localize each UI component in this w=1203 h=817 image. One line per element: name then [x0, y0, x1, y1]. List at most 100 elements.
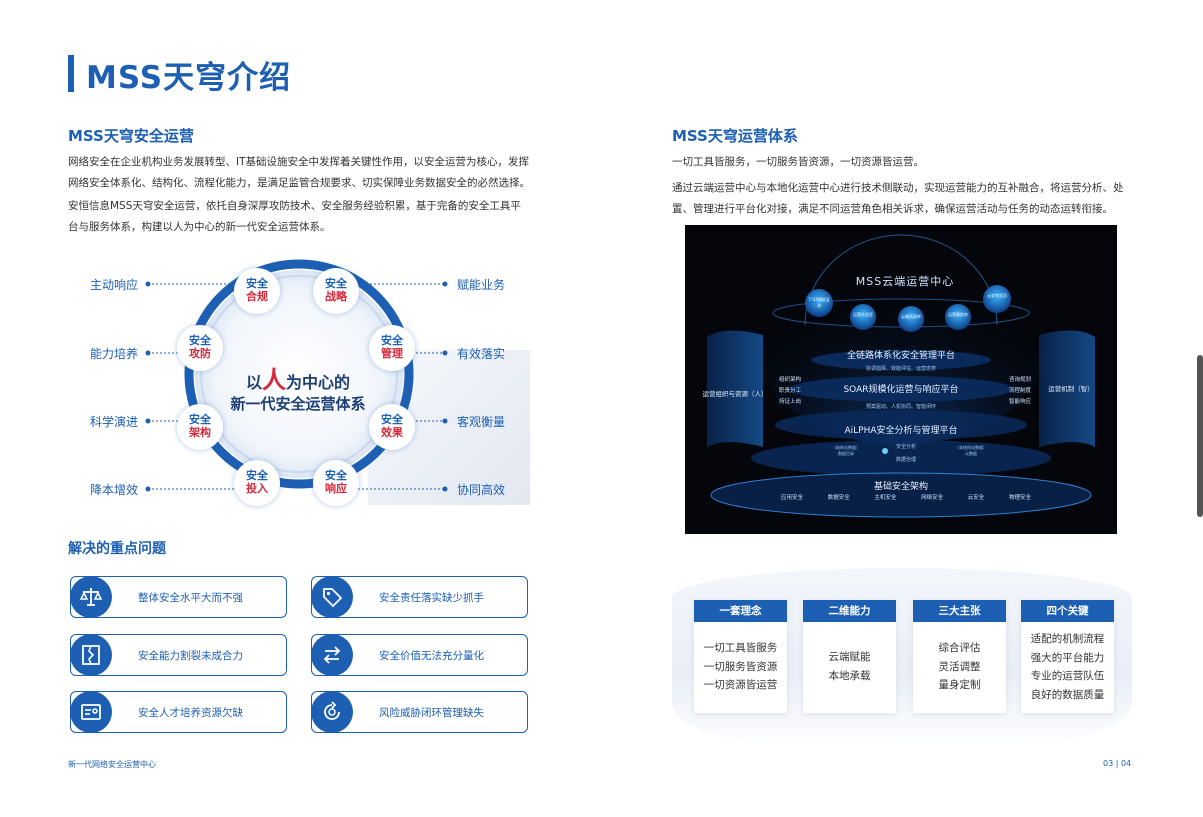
- problem-card: 安全责任落实缺少抓手: [311, 576, 528, 618]
- center-text-people: 人: [262, 366, 286, 394]
- problem-text: 安全人才培养资源欠缺: [138, 707, 243, 719]
- id-card-icon: [70, 691, 112, 733]
- node-label-top: 安全: [325, 277, 347, 290]
- card-one-concept: 一套理念 一切工具皆服务 一切服务皆资源 一切资源皆运营: [694, 600, 787, 713]
- cloud-center-label: MSS云端运营中心: [855, 275, 955, 288]
- right-panel-item: 咨询规划: [1009, 377, 1032, 383]
- node-effect: 安全效果: [369, 404, 415, 450]
- node-label-bottom: 战略: [325, 290, 347, 303]
- label-effective-implementation: 有效落实: [457, 347, 506, 361]
- problem-text: 安全价值无法充分量化: [379, 650, 484, 662]
- node-management: 安全管理: [369, 325, 415, 371]
- node-label-bottom: 管理: [381, 347, 403, 360]
- base-item: 网络安全: [921, 495, 944, 501]
- ops-architecture-graphic: MSS云端运营中心 7*24威胁监测 运营作战室 云端资源库 运营情报库 云安专…: [685, 225, 1117, 534]
- section-title-security-ops: MSS天穹安全运营: [68, 127, 194, 145]
- node-response: 安全响应: [313, 460, 359, 506]
- base-items-row: 应用安全 数据安全 主机安全 网络安全 云安全 物理安全: [781, 493, 1031, 501]
- label-coordinated-efficiency: 协同高效: [457, 483, 506, 497]
- layer-base-architecture: 基础安全架构: [873, 482, 928, 492]
- layer-ailpha-platform: AiLPHA安全分析与管理平台: [844, 426, 958, 436]
- card-body: 一切工具皆服务 一切服务皆资源 一切资源皆运营: [694, 639, 787, 695]
- loop-icon: [311, 691, 353, 733]
- page-title: MSS天穹介绍: [86, 60, 292, 96]
- label-empower-business: 赋能业务: [457, 278, 506, 292]
- card-line: 一切服务皆资源: [703, 660, 778, 673]
- card-line: 适配的机制流程: [1030, 633, 1105, 645]
- ops-paragraph-2: 通过云端运营中心与本地化运营中心进行技术侧联动，实现运营能力的互补融合，将运营分…: [672, 182, 1124, 215]
- node-attack-defense: 安全攻防: [177, 325, 223, 371]
- card-line: 量身定制: [938, 679, 981, 691]
- card-body: 综合评估 灵活调整 量身定制: [913, 639, 1006, 695]
- base-item: 云安全: [967, 495, 985, 501]
- base-item: 应用安全: [781, 495, 804, 501]
- layer-soar-platform: SOAR规模化运营与响应平台: [843, 385, 959, 395]
- base-item: 数据安全: [827, 495, 850, 501]
- intro-paragraph-1: 网络安全在企业机构业务发展转型、IT基础设施安全中发挥着关键性作用，以安全运营为…: [68, 156, 530, 189]
- problem-card: 风险威胁闭环管理缺失: [311, 691, 528, 733]
- node-label-top: 安全: [381, 413, 403, 426]
- card-line: 一切工具皆服务: [703, 642, 778, 654]
- layer-management-platform: 全链路体系化安全管理平台: [846, 351, 955, 361]
- node-label-top: 安全: [246, 277, 268, 290]
- intro-paragraph-2: 安恒信息MSS天穹安全运营，依托自身深厚攻防技术、安全服务经验积累，基于完备的安…: [68, 200, 521, 233]
- card-line: 一切资源皆运营: [703, 679, 778, 691]
- left-panel-title: 运营组织与资源（人）: [702, 390, 768, 398]
- right-panel-items: 咨询规划 流程制度 智能响应: [1009, 375, 1031, 408]
- split-icon: [70, 634, 112, 676]
- card-header: 三大主张: [913, 600, 1006, 622]
- layer-management-sub: 协调指挥、效能评估、运营态势: [865, 366, 936, 372]
- card-line: 灵活调整: [938, 660, 981, 673]
- card-two-capabilities: 二维能力 云端赋能 本地承载: [803, 600, 896, 713]
- card-line: 综合评估: [938, 642, 981, 654]
- problem-card: 安全人才培养资源欠缺: [70, 691, 287, 733]
- base-item: 主机安全: [874, 495, 897, 501]
- card-line: 云端赋能: [828, 651, 871, 663]
- node-label-bottom: 合规: [246, 290, 268, 303]
- card-body: 适配的机制流程 强大的平台能力 专业的运营队伍 良好的数据质量: [1021, 630, 1114, 704]
- problem-text: 安全能力割裂未成合力: [138, 650, 243, 662]
- card-line: 强大的平台能力: [1030, 651, 1105, 664]
- node-architecture: 安全架构: [177, 404, 223, 450]
- card-header: 四个关键: [1021, 600, 1114, 622]
- card-body: 云端赋能 本地承载: [803, 648, 896, 685]
- people-centric-diagram: 主动响应 能力培养 科学演进 降本增效 赋能业务 有效落实 客观衡量 协同高效 …: [68, 250, 530, 506]
- right-panel-item: 智能响应: [1009, 399, 1032, 405]
- right-panel-title: 运营机制（智）: [1048, 385, 1094, 393]
- scrollbar-thumb[interactable]: [1197, 355, 1203, 517]
- node-label-bottom: 响应: [325, 482, 347, 495]
- layer-soar-sub: 预案驱动、人机协同、智能闭环: [865, 404, 936, 410]
- node-strategy: 安全战略: [313, 268, 359, 314]
- card-header: 一套理念: [694, 600, 787, 622]
- problem-card: 安全能力割裂未成合力: [70, 634, 287, 676]
- scale-icon: [70, 576, 112, 618]
- node-label-bottom: 效果: [381, 426, 403, 439]
- problem-card: 整体安全水平大而不强: [70, 576, 287, 618]
- problem-card: 安全价值无法充分量化: [311, 634, 528, 676]
- center-text-part1: 以: [245, 373, 262, 392]
- label-cost-efficiency: 降本增效: [90, 483, 139, 497]
- bubble-label: 7*24威胁监测: [808, 297, 830, 308]
- card-four-keys: 四个关键 适配的机制流程 强大的平台能力 专业的运营队伍 良好的数据质量: [1021, 600, 1114, 713]
- left-panel-item: 持证上岗: [779, 399, 802, 405]
- layer-ailpha-right: （非结构化数据） 元数据: [955, 445, 987, 456]
- label-capability-training: 能力培养: [90, 347, 139, 361]
- problem-text: 整体安全水平大而不强: [138, 592, 243, 604]
- center-text-line1: 以人为中心的: [223, 360, 373, 395]
- problem-text: 安全责任落实缺少抓手: [379, 592, 484, 604]
- center-text-part2: 为中心的: [286, 373, 351, 392]
- right-panel-item: 流程制度: [1009, 388, 1032, 394]
- card-three-propositions: 三大主张 综合评估 灵活调整 量身定制: [913, 600, 1006, 713]
- node-investment: 安全投入: [234, 460, 280, 506]
- arrows-icon: [311, 634, 353, 676]
- bubble-label: 运营作战室: [853, 312, 873, 317]
- bubble-label: 云安专家团: [987, 293, 1007, 298]
- label-active-response: 主动响应: [90, 278, 139, 292]
- node-label-top: 安全: [189, 334, 211, 347]
- section-title-key-problems: 解决的重点问题: [68, 541, 166, 557]
- card-line: 良好的数据质量: [1030, 688, 1105, 701]
- node-compliance: 安全合规: [234, 268, 280, 314]
- ops-paragraph-1: 一切工具皆服务，一切服务皆资源，一切资源皆运营。: [672, 156, 924, 168]
- footer-left-text: 新一代网络安全运营中心: [68, 760, 156, 769]
